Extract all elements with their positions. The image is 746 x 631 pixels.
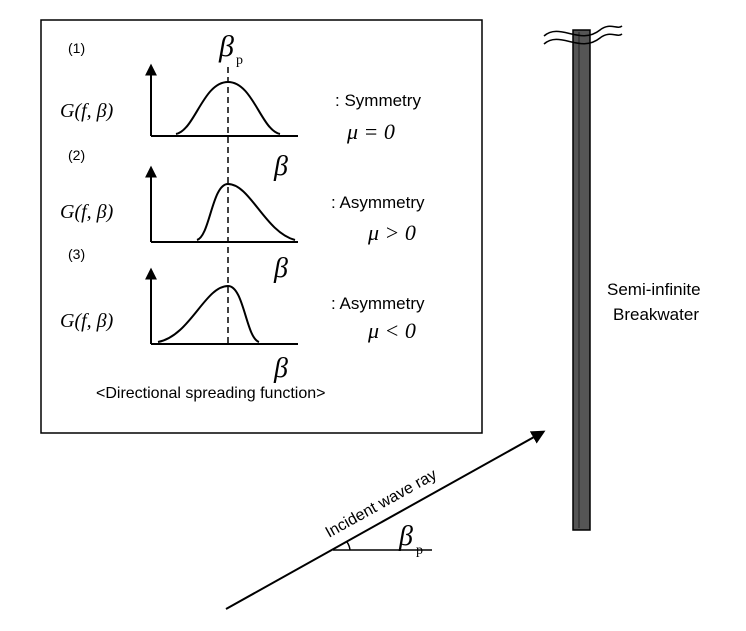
case-3-x-label: β — [273, 353, 288, 384]
case-1-spreading-curve — [175, 80, 281, 135]
breakwater-structure — [572, 29, 591, 531]
incident-wave-ray — [225, 430, 546, 610]
breakwater-break-mark-top — [543, 25, 623, 37]
peak-direction-symbol: β — [218, 30, 234, 63]
case-2-plot: (2) G(f, β) β : Asymmetry μ > 0 — [60, 147, 425, 284]
case-1-plot: (1) G(f, β) β : Symmetry μ = 0 — [60, 40, 421, 182]
breakwater-label-line1: Semi-infinite — [607, 280, 701, 299]
case-3-y-label: G(f, β) — [60, 310, 114, 332]
incident-wave: Incident wave ray β p — [225, 430, 546, 610]
case-3-plot: (3) G(f, β) β : Asymmetry μ < 0 — [60, 246, 425, 384]
case-2-x-label: β — [273, 253, 288, 284]
wave-angle-symbol: β — [398, 521, 413, 552]
wave-angle-subscript: p — [416, 543, 423, 558]
breakwater: Semi-infinite Breakwater — [543, 25, 701, 531]
inset-caption: <Directional spreading function> — [96, 385, 325, 402]
incident-wave-ray-label: Incident wave ray — [323, 466, 440, 541]
case-3-type-label: : Asymmetry — [331, 294, 425, 313]
case-1-number: (1) — [68, 40, 85, 56]
angle-arc — [346, 541, 351, 551]
case-1-mu-condition: μ = 0 — [346, 119, 395, 144]
breakwater-break-mark-bottom — [543, 33, 623, 45]
case-2-y-label: G(f, β) — [60, 201, 114, 223]
breakwater-label-line2: Breakwater — [613, 305, 699, 324]
case-1-x-label: β — [273, 151, 288, 182]
peak-direction-subscript: p — [236, 53, 243, 68]
case-2-number: (2) — [68, 147, 85, 163]
case-2-type-label: : Asymmetry — [331, 193, 425, 212]
case-3-spreading-curve — [157, 284, 260, 343]
case-2-mu-condition: μ > 0 — [367, 220, 416, 245]
inset-box — [40, 19, 483, 434]
case-3-number: (3) — [68, 246, 85, 262]
case-1-y-label: G(f, β) — [60, 100, 114, 122]
case-2-spreading-curve — [196, 182, 296, 241]
case-1-type-label: : Symmetry — [335, 91, 421, 110]
case-3-mu-condition: μ < 0 — [367, 318, 416, 343]
